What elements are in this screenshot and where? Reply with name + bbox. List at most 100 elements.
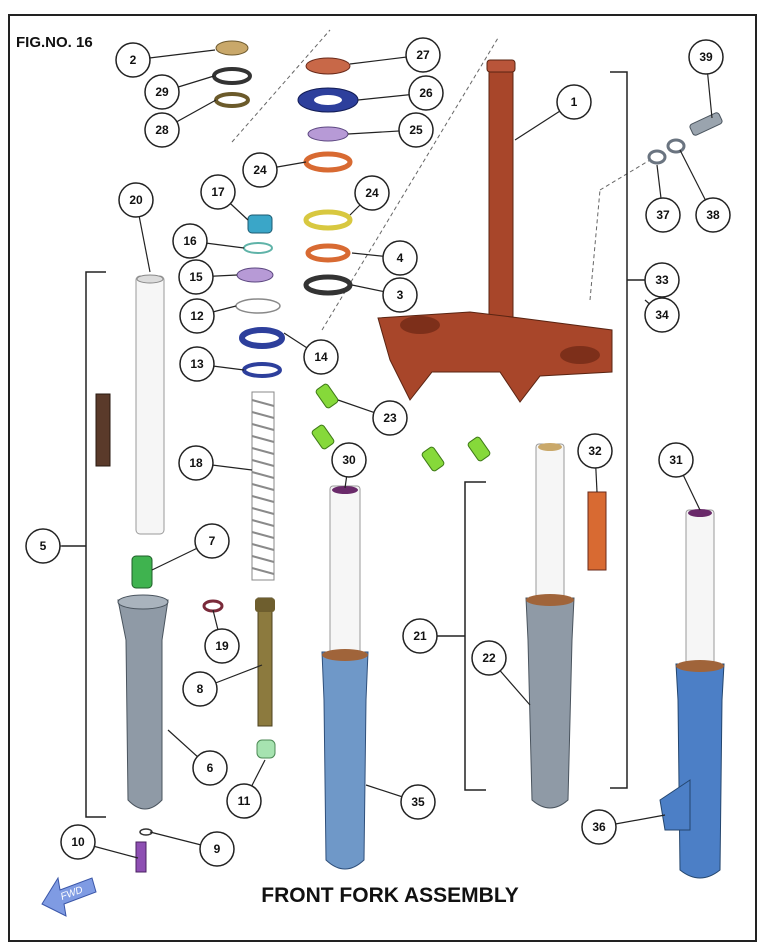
callout-24: 24	[242, 152, 307, 188]
callout-17: 17	[200, 174, 249, 221]
callout-12: 12	[179, 298, 237, 334]
callout-16: 16	[172, 223, 245, 259]
callout-4: 4	[351, 240, 418, 276]
callout-circle	[658, 442, 694, 478]
callout-11: 11	[226, 759, 266, 819]
callout-circle	[372, 400, 408, 436]
callout-circle	[303, 339, 339, 375]
callout-number: 18	[189, 456, 203, 470]
guide-lines	[231, 29, 651, 331]
callout-1: 1	[514, 84, 592, 141]
callout-number: 24	[365, 186, 379, 200]
callout-33: 33	[644, 262, 680, 298]
right-fork-parts	[659, 509, 725, 879]
callout-9: 9	[149, 831, 235, 867]
callout-circle	[382, 277, 418, 313]
callout-36: 36	[581, 809, 666, 845]
pinch-bolts	[311, 383, 491, 472]
diagram-frame	[8, 14, 757, 942]
callout-3: 3	[351, 277, 418, 313]
callout-number: 23	[383, 411, 397, 425]
callout-29: 29	[144, 74, 215, 110]
callout-circle	[354, 175, 390, 211]
callout-37: 37	[645, 164, 681, 233]
callout-number: 33	[655, 273, 669, 287]
callout-number: 1	[571, 95, 578, 109]
callout-circle	[172, 223, 208, 259]
callout-14: 14	[283, 332, 339, 375]
callout-number: 27	[416, 48, 430, 62]
callout-circle	[471, 640, 507, 676]
callout-circle	[178, 259, 214, 295]
callout-number: 19	[215, 639, 229, 653]
callout-circle	[60, 824, 96, 860]
bearing-stack-parts	[297, 57, 359, 296]
group-brackets	[62, 71, 645, 818]
callout-24: 24	[349, 175, 390, 216]
steering-stem-part	[377, 59, 613, 403]
callout-circle	[382, 240, 418, 276]
callout-2: 2	[115, 42, 216, 78]
callout-circle	[644, 262, 680, 298]
callout-number: 38	[706, 208, 720, 222]
callout-number: 6	[207, 761, 214, 775]
callout-circle	[556, 84, 592, 120]
stem-bolt-parts	[647, 112, 723, 165]
callout-35: 35	[365, 784, 436, 820]
callout-number: 30	[342, 453, 356, 467]
callout-circle	[645, 197, 681, 233]
callout-circle	[182, 671, 218, 707]
callout-number: 13	[190, 357, 204, 371]
callout-number: 16	[183, 234, 197, 248]
callout-number: 37	[656, 208, 670, 222]
callout-number: 32	[588, 444, 602, 458]
callout-number: 28	[155, 123, 169, 137]
callout-circle	[178, 445, 214, 481]
callout-circle	[25, 528, 61, 564]
fork-cap-parts	[235, 214, 285, 378]
callout-number: 26	[419, 86, 433, 100]
fork-spring-part	[251, 391, 275, 581]
callout-number: 29	[155, 85, 169, 99]
callout-15: 15	[178, 259, 238, 295]
callout-number: 15	[189, 270, 203, 284]
callout-27: 27	[349, 37, 441, 73]
callout-circle	[581, 809, 617, 845]
callout-number: 17	[211, 185, 225, 199]
callout-number: 4	[397, 251, 404, 265]
callout-number: 36	[592, 820, 606, 834]
callout-38: 38	[679, 149, 731, 233]
callout-number: 20	[129, 193, 143, 207]
callout-18: 18	[178, 445, 253, 481]
callout-7: 7	[151, 523, 230, 571]
callout-34: 34	[644, 297, 680, 333]
callout-circle	[331, 442, 367, 478]
callout-circle	[400, 784, 436, 820]
callout-number: 34	[655, 308, 669, 322]
callout-number: 21	[413, 629, 427, 643]
callout-number: 2	[130, 53, 137, 67]
callout-13: 13	[179, 346, 245, 382]
callout-circle	[115, 42, 151, 78]
callout-circle	[398, 112, 434, 148]
callout-number: 22	[482, 651, 496, 665]
callout-circle	[200, 174, 236, 210]
callout-circle	[179, 346, 215, 382]
callout-32: 32	[577, 433, 613, 493]
callout-31: 31	[658, 442, 701, 511]
callout-number: 31	[669, 453, 683, 467]
callout-circle	[144, 112, 180, 148]
callout-circle	[199, 831, 235, 867]
callout-number: 10	[71, 835, 85, 849]
callout-circle	[204, 628, 240, 664]
callout-6: 6	[167, 729, 228, 786]
callout-circle	[402, 618, 438, 654]
callout-circle	[405, 37, 441, 73]
callout-circle	[179, 298, 215, 334]
callout-22: 22	[471, 640, 531, 706]
callout-21: 21	[402, 618, 438, 654]
callout-26: 26	[357, 75, 444, 111]
